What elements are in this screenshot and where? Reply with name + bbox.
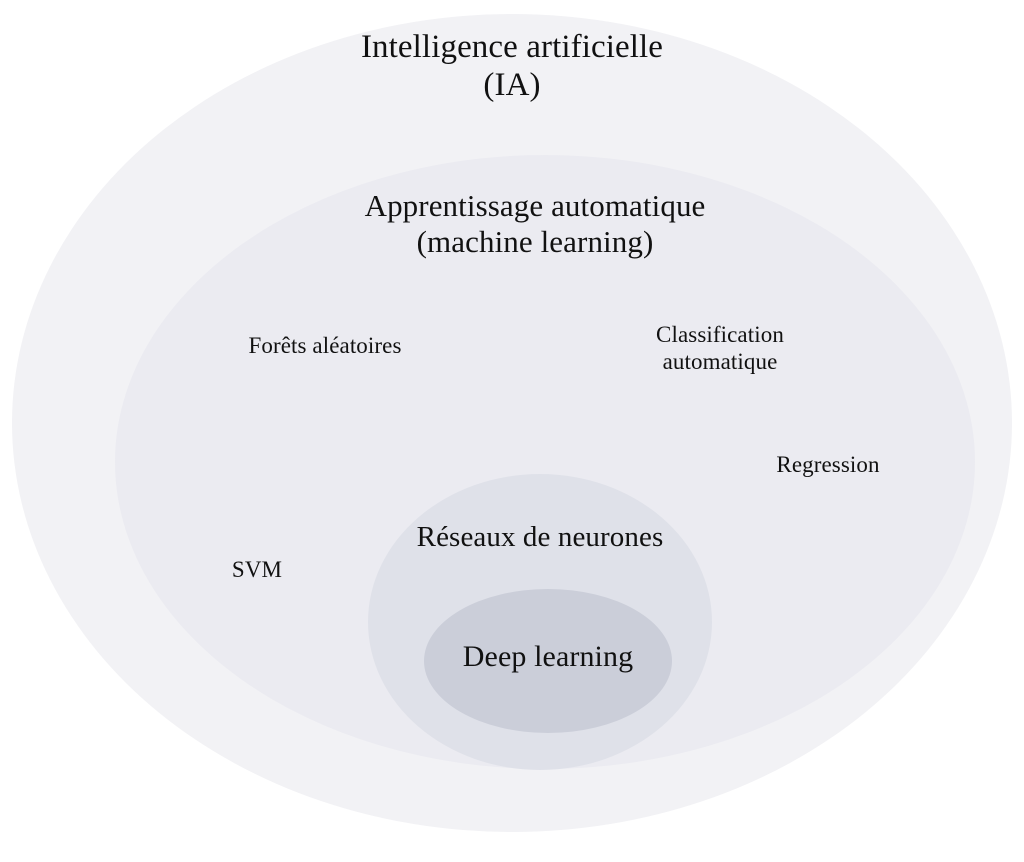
- label-deep-learning: Deep learning: [462, 640, 634, 673]
- label-classification-automatique: Classification automatique: [656, 322, 784, 374]
- label-artificial-intelligence: Intelligence artificielle (IA): [360, 29, 664, 104]
- label-neural-networks: Réseaux de neurones: [416, 521, 664, 553]
- label-regression: Regression: [776, 452, 880, 477]
- label-svm: SVM: [231, 557, 283, 582]
- label-machine-learning: Apprentissage automatique (machine learn…: [364, 188, 706, 259]
- label-random-forests: Forêts aléatoires: [248, 333, 402, 358]
- ellipse-deep-learning: [424, 589, 672, 733]
- ellipse-machine-learning: [115, 155, 975, 769]
